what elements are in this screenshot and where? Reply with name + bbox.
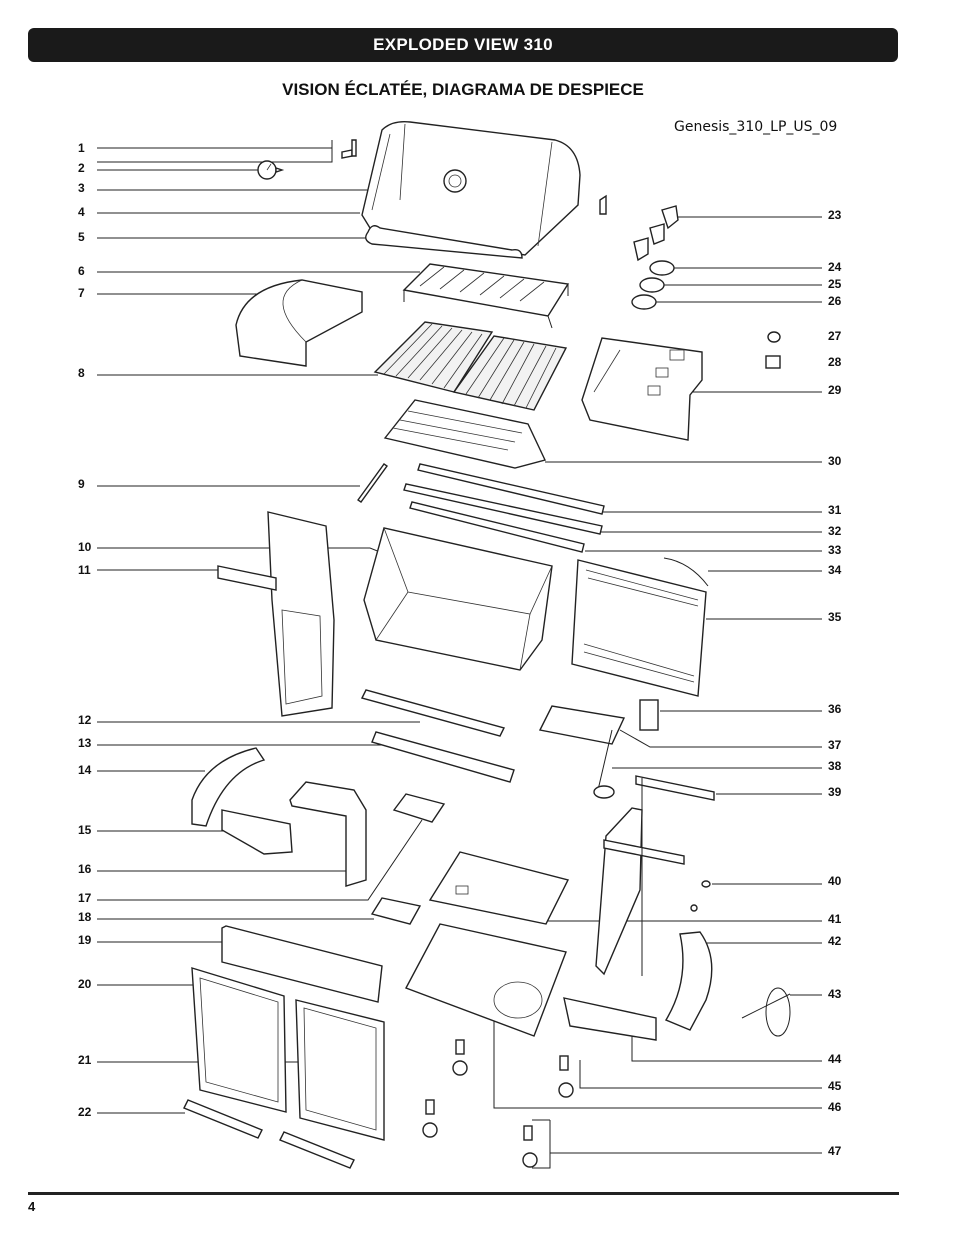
callout-39: 39 <box>828 785 842 799</box>
callout-7: 7 <box>78 286 85 300</box>
callout-1: 1 <box>78 141 85 155</box>
callout-40: 40 <box>828 874 842 888</box>
page-number: 4 <box>28 1199 36 1214</box>
heat-deflector <box>235 279 363 367</box>
callout-16: 16 <box>78 862 92 876</box>
header-bar: EXPLODED VIEW 310 <box>28 28 898 62</box>
callout-41: 41 <box>828 912 842 926</box>
callout-11: 11 <box>78 563 91 577</box>
callout-24: 24 <box>828 260 842 274</box>
callout-9: 9 <box>78 477 85 491</box>
side-shelf-right <box>581 337 703 441</box>
rear-panel <box>221 925 383 1003</box>
callout-12: 12 <box>78 713 92 727</box>
hood <box>361 120 581 259</box>
callout-46: 46 <box>828 1100 842 1114</box>
callout-5: 5 <box>78 230 85 244</box>
cooking-grates <box>373 321 568 411</box>
callout-4: 4 <box>78 205 85 219</box>
catch-pans <box>370 793 446 925</box>
callout-13: 13 <box>78 736 92 750</box>
right-frame <box>595 775 715 976</box>
callout-27: 27 <box>828 329 842 343</box>
callout-37: 37 <box>828 738 842 752</box>
callout-3: 3 <box>78 181 85 195</box>
callout-20: 20 <box>78 977 92 991</box>
callout-47: 47 <box>828 1144 842 1158</box>
callout-44: 44 <box>828 1052 842 1066</box>
callout-22: 22 <box>78 1105 92 1119</box>
callout-33: 33 <box>828 543 842 557</box>
burner-tubes <box>403 463 605 553</box>
callout-25: 25 <box>828 277 842 291</box>
leader-lines <box>97 140 822 1169</box>
left-frame <box>217 511 335 717</box>
flavorizer-bars <box>383 399 546 469</box>
cookbox <box>363 527 553 671</box>
callout-21: 21 <box>78 1053 92 1067</box>
callout-42: 42 <box>828 934 842 948</box>
tank-retainer <box>741 987 791 1037</box>
rod <box>357 463 388 503</box>
page-subtitle: VISION ÉCLATÉE, DIAGRAMA DE DESPIECE <box>282 80 644 99</box>
callout-17: 17 <box>78 891 92 905</box>
warming-rack <box>402 263 570 329</box>
callout-26: 26 <box>828 294 842 308</box>
cabinet-doors <box>191 967 385 1141</box>
control-knobs <box>599 194 781 369</box>
callout-2: 2 <box>78 161 85 175</box>
gas-manifold <box>538 699 659 799</box>
callout-35: 35 <box>828 610 842 624</box>
callout-38: 38 <box>828 759 842 773</box>
callout-28: 28 <box>828 355 842 369</box>
small-fasteners <box>690 880 711 912</box>
bottom-shelf <box>405 923 567 1037</box>
side-handle-right <box>563 931 713 1041</box>
callout-36: 36 <box>828 702 842 716</box>
door-handles <box>183 1099 355 1169</box>
model-code: Genesis_310_LP_US_09 <box>674 119 838 135</box>
callout-31: 31 <box>828 503 842 517</box>
tank-scale-column <box>289 781 367 887</box>
callout-8: 8 <box>78 366 85 380</box>
callout-14: 14 <box>78 763 92 777</box>
callout-32: 32 <box>828 524 842 538</box>
page-title: EXPLODED VIEW 310 <box>373 35 553 54</box>
callout-45: 45 <box>828 1079 842 1093</box>
bottom-tray <box>428 851 570 925</box>
crossbars <box>360 689 515 783</box>
callout-15: 15 <box>78 823 92 837</box>
casters <box>422 1039 574 1168</box>
callout-29: 29 <box>828 383 842 397</box>
callout-19: 19 <box>78 933 92 947</box>
side-handle-left <box>191 747 266 827</box>
callout-23: 23 <box>828 208 842 222</box>
callout-6: 6 <box>78 264 85 278</box>
callout-30: 30 <box>828 454 842 468</box>
callout-34: 34 <box>828 563 842 577</box>
footer-rule <box>28 1192 899 1195</box>
tool-holder <box>221 809 293 855</box>
hood-screws <box>341 139 357 159</box>
callout-18: 18 <box>78 910 92 924</box>
thermometer <box>257 160 285 180</box>
manifold-panel <box>571 559 707 697</box>
callout-10: 10 <box>78 540 92 554</box>
callout-43: 43 <box>828 987 842 1001</box>
wire-harness <box>663 557 709 587</box>
